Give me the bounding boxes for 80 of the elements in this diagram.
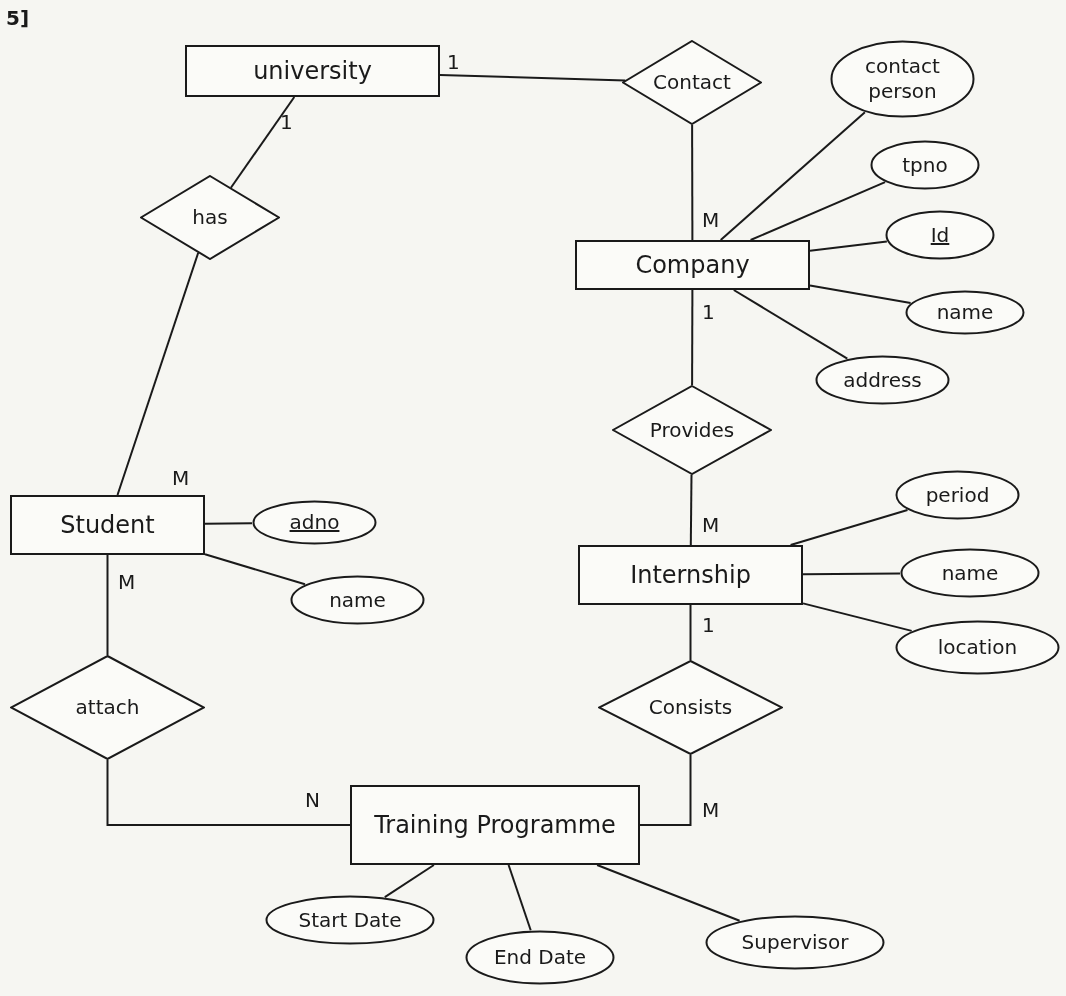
attribute-name: Supervisor <box>741 930 849 955</box>
attribute-ellipse <box>705 915 885 970</box>
connector-line <box>507 864 532 932</box>
connector-line <box>439 73 627 82</box>
entity-name: Internship <box>630 560 751 590</box>
relationship-diamond <box>10 655 205 760</box>
question-number: 5] <box>6 8 30 28</box>
key-attribute-ellipse <box>252 500 377 545</box>
connector-line <box>383 864 435 899</box>
attribute-ellipse <box>290 575 425 625</box>
cardinality-label: M <box>172 468 190 488</box>
attribute-ellipse <box>900 548 1040 598</box>
connector-line <box>689 473 693 546</box>
connector-line <box>809 284 912 304</box>
relationship-diamond <box>612 385 772 475</box>
connector-line <box>229 96 296 189</box>
cardinality-label: 1 <box>447 52 460 72</box>
relationship-name: Contact <box>653 70 731 95</box>
entity-name: Company <box>635 250 750 280</box>
attribute-name: name <box>329 587 386 613</box>
connector-line <box>691 123 694 241</box>
connector-line <box>689 604 692 661</box>
attribute-ellipse <box>265 895 435 945</box>
relationship-name: attach <box>75 695 140 720</box>
cardinality-label: N <box>305 790 320 810</box>
attribute-name: period <box>925 482 990 508</box>
entity-box <box>350 785 640 865</box>
cardinality-label: 1 <box>702 615 715 635</box>
connector-line <box>789 509 909 546</box>
attribute-ellipse <box>895 470 1020 520</box>
attribute-name: Start Date <box>298 907 402 933</box>
attribute-ellipse <box>815 355 950 405</box>
attribute-ellipse <box>465 930 615 985</box>
connector-line <box>596 864 741 922</box>
connector-line <box>719 111 866 241</box>
connector-line <box>204 522 253 525</box>
cardinality-label: M <box>702 800 720 820</box>
attribute-ellipse <box>895 620 1060 675</box>
entity-box <box>10 495 205 555</box>
attribute-name: contact person <box>864 54 941 104</box>
relationship-name: has <box>192 205 228 230</box>
attribute-ellipse <box>870 140 980 190</box>
cardinality-label: 1 <box>702 302 715 322</box>
relationship-diamond <box>140 175 280 260</box>
connector-line <box>732 289 849 360</box>
relationship-name: Provides <box>649 417 735 443</box>
key-attribute-ellipse <box>885 210 995 260</box>
attribute-name: location <box>937 635 1018 660</box>
attribute-name: name <box>941 560 999 586</box>
cardinality-label: M <box>702 515 720 535</box>
connector-line <box>204 553 306 586</box>
relationship-diamond <box>622 40 762 125</box>
cardinality-label: M <box>702 210 720 230</box>
entity-name: Training Programme <box>374 810 616 840</box>
entity-box <box>575 240 810 290</box>
connector-line <box>639 754 692 826</box>
connector-line <box>802 572 901 576</box>
connector-line <box>691 289 694 387</box>
relationship-name: Consists <box>648 695 733 720</box>
connector-line <box>116 251 200 496</box>
cardinality-label: M <box>118 572 136 592</box>
cardinality-label: 1 <box>280 112 293 132</box>
attribute-name: address <box>843 367 922 393</box>
attribute-name: End Date <box>493 945 587 970</box>
entity-box <box>185 45 440 97</box>
attribute-name: tpno <box>902 152 948 178</box>
relationship-diamond <box>598 660 783 755</box>
connector-line <box>106 759 351 826</box>
entity-name: university <box>253 56 372 86</box>
entity-name: Student <box>60 510 155 540</box>
connector-line <box>749 181 887 241</box>
attribute-ellipse <box>830 40 975 118</box>
entity-box <box>578 545 803 605</box>
attribute-name: name <box>936 300 994 325</box>
connector-line <box>106 554 109 656</box>
connector-line <box>809 240 888 252</box>
key-attribute-name: Id <box>930 222 950 248</box>
key-attribute-name: adno <box>289 510 340 535</box>
connector-line <box>802 602 913 632</box>
attribute-ellipse <box>905 290 1025 335</box>
